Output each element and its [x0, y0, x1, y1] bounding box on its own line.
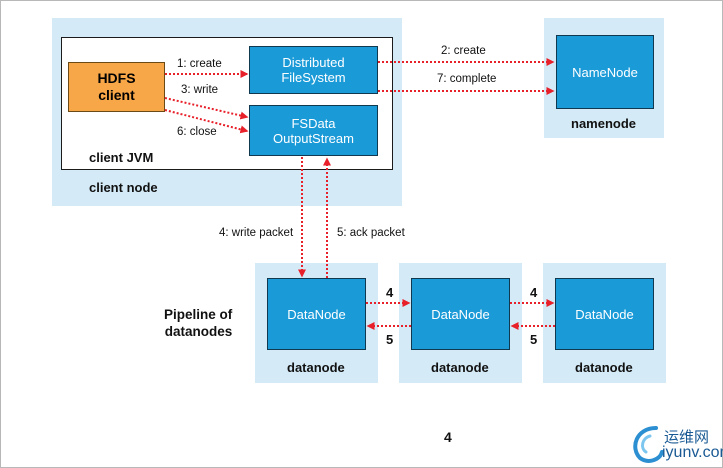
datanode-2-label: datanode	[431, 360, 489, 375]
step-4-write-packet-label: 4: write packet	[219, 227, 294, 239]
step-7-complete-label: 7: complete	[437, 73, 497, 85]
step-3-write-label: 3: write	[181, 84, 219, 96]
datanode-box-3: DataNode	[555, 278, 654, 350]
distributed-fs-line2: FileSystem	[281, 70, 346, 85]
page-number: 4	[444, 429, 452, 445]
step-5-ack-packet-label: 5: ack packet	[337, 227, 405, 239]
datanode-1-label: datanode	[287, 360, 345, 375]
pipeline-step-4-b: 4	[530, 285, 538, 300]
hdfs-client-line1: HDFS	[97, 70, 136, 86]
pipeline-step-5-a: 5	[386, 332, 394, 347]
distributed-filesystem-box: Distributed FileSystem	[249, 46, 378, 94]
namenode-box: NameNode	[556, 35, 654, 109]
datanode-box-2: DataNode	[411, 278, 510, 350]
watermark: 运维网 iyunv.com	[626, 420, 723, 466]
fsdata-line1: FSData	[291, 115, 336, 131]
fsdata-line2: OutputStream	[273, 130, 354, 146]
client-jvm-label: client JVM	[89, 150, 154, 165]
pipeline-label-line2: datanodes	[164, 324, 233, 339]
datanode-box-1: DataNode	[267, 278, 366, 350]
watermark-logo-icon	[633, 426, 664, 463]
hdfs-client-line2: client	[98, 87, 135, 103]
datanode-2-box-label: DataNode	[431, 306, 490, 322]
step-1-create-label: 1: create	[177, 58, 222, 70]
pipeline-label-line1: Pipeline of	[164, 307, 233, 322]
client-node-label: client node	[89, 180, 158, 195]
watermark-text-cn: 运维网	[664, 428, 710, 446]
pipeline-label: Pipeline of datanodes	[164, 306, 232, 340]
step-6-close-label: 6: close	[177, 126, 217, 138]
namenode-label: namenode	[571, 116, 637, 131]
watermark-text-en: iyunv.com	[662, 444, 723, 461]
namenode-box-label: NameNode	[572, 64, 638, 80]
datanode-1-box-label: DataNode	[287, 306, 346, 322]
datanode-3-box-label: DataNode	[575, 306, 634, 322]
pipeline-step-4-a: 4	[386, 285, 394, 300]
datanode-3-label: datanode	[575, 360, 633, 375]
step-2-create-label: 2: create	[441, 45, 486, 57]
hdfs-client-box: HDFS client	[68, 62, 165, 112]
distributed-fs-line1: Distributed	[282, 55, 345, 70]
pipeline-step-5-b: 5	[530, 332, 538, 347]
fsdata-outputstream-box: FSData OutputStream	[249, 105, 378, 156]
